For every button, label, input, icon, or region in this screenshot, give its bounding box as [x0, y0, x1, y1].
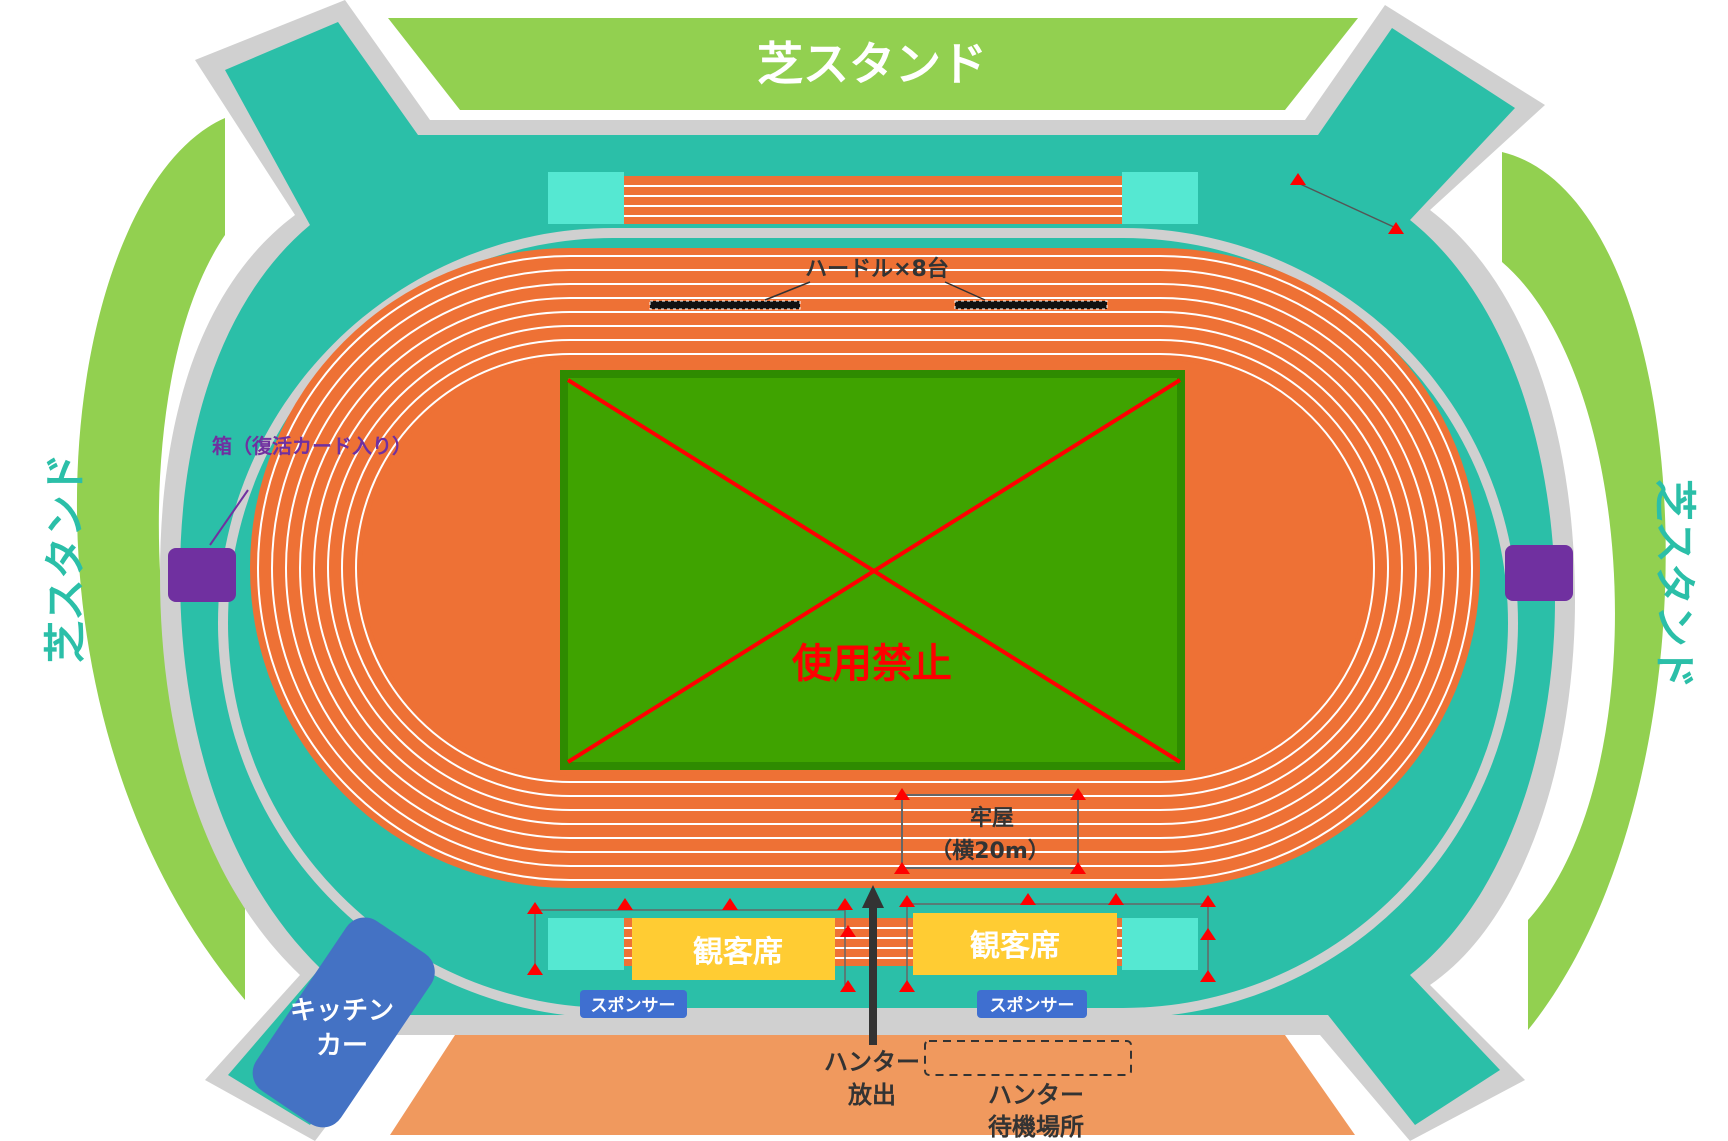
left-grass-stand: [76, 118, 245, 1000]
seats-right-label: 観客席: [970, 929, 1060, 964]
hunter-wait-line2: 待機場所: [988, 1113, 1084, 1141]
hunter-release-line2: 放出: [847, 1081, 896, 1109]
sponsor-tag-right: スポンサー: [977, 990, 1087, 1018]
top-stand-label: 芝スタンド: [757, 37, 987, 91]
hunter-waiting-spot: [924, 1040, 1132, 1076]
revival-card-box-left: [168, 489, 249, 602]
sponsor-left-label: スポンサー: [591, 995, 676, 1016]
spectator-seats-right: 観客席: [913, 913, 1117, 975]
hurdles-label: ハードル×8台: [805, 256, 949, 282]
seats-left-label: 観客席: [693, 935, 783, 970]
hurdle-row-left: [650, 301, 800, 309]
left-stand-label: 芝スタンド: [41, 453, 90, 663]
cone-markers: [527, 173, 1404, 992]
jail-label-line1: 牢屋: [970, 805, 1014, 831]
hurdles: ハードル×8台: [649, 256, 1108, 310]
sponsor-right-label: スポンサー: [990, 995, 1075, 1016]
prohibited-label: 使用禁止: [792, 641, 952, 687]
kitchen-label-line2: カー: [316, 1031, 368, 1061]
revival-card-box-right: [1505, 545, 1573, 601]
jail-label-line2: （横20m）: [930, 839, 1050, 864]
hurdle-row-right: [955, 301, 1107, 309]
right-grass-stand: [1502, 152, 1666, 1030]
spectator-seats-left: 観客席: [632, 918, 835, 980]
kitchen-label-line1: キッチン: [290, 996, 394, 1026]
hunter-release-line1: ハンター: [824, 1048, 920, 1076]
hunter-wait-line1: ハンター: [988, 1081, 1084, 1109]
hunter-release-arrow: [862, 885, 884, 1045]
sponsor-tag-left: スポンサー: [580, 990, 687, 1018]
infield-prohibited: 使用禁止: [560, 370, 1185, 770]
top-grass-stand: [388, 18, 1358, 110]
box-label: 箱（復活カード入り）: [212, 434, 412, 458]
hunter-waiting-area: [390, 1035, 1355, 1135]
right-stand-label: 芝スタンド: [1650, 479, 1699, 689]
top-straightaway: [548, 172, 1198, 224]
kitchen-car: キッチン カー: [252, 917, 435, 1128]
